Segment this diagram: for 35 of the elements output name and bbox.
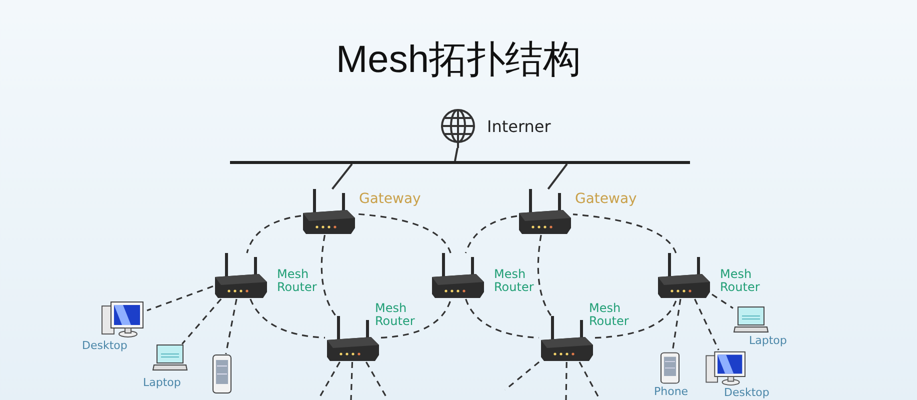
wireless-link-line [464, 215, 518, 254]
wireless-link-line [594, 298, 678, 339]
wireless-link-line [246, 215, 302, 254]
wireless-link-line [225, 298, 238, 354]
gateway-label: Gateway [575, 192, 637, 207]
wireless-link-line [356, 213, 452, 254]
wireless-link-line [465, 298, 540, 339]
wireless-link-line [694, 298, 720, 350]
cable-line [332, 163, 353, 190]
device-label: Laptop [143, 377, 181, 389]
gateway-label: Gateway [359, 192, 421, 207]
router-label: Mesh Router [720, 268, 761, 294]
router-label: Mesh Router [589, 302, 630, 328]
diagram-title: Mesh拓扑结构 [335, 38, 582, 83]
device-label: Desktop [724, 387, 770, 399]
router-label: Mesh Router [277, 268, 318, 294]
wireless-link-line [572, 214, 677, 254]
cable-line [454, 148, 458, 162]
device-label: Desktop [82, 340, 128, 352]
wireless-link-line [380, 298, 452, 339]
wireless-link-line [182, 298, 222, 345]
cable-line [547, 163, 568, 190]
device-label: Phone [654, 386, 688, 398]
wireless-link-line [537, 234, 552, 316]
wireless-link-line [712, 294, 734, 309]
device-label: Laptop [749, 335, 787, 347]
wireless-link-line [504, 361, 540, 391]
wireless-link-line [320, 234, 337, 316]
wireless-link-line [250, 298, 326, 339]
router-label: Mesh Router [494, 268, 535, 294]
router-label: Mesh Router [375, 302, 416, 328]
wireless-link-line [146, 286, 214, 312]
wireless-link-line [350, 362, 354, 400]
wireless-link-line [565, 362, 568, 400]
internet-label: Interner [487, 119, 551, 136]
